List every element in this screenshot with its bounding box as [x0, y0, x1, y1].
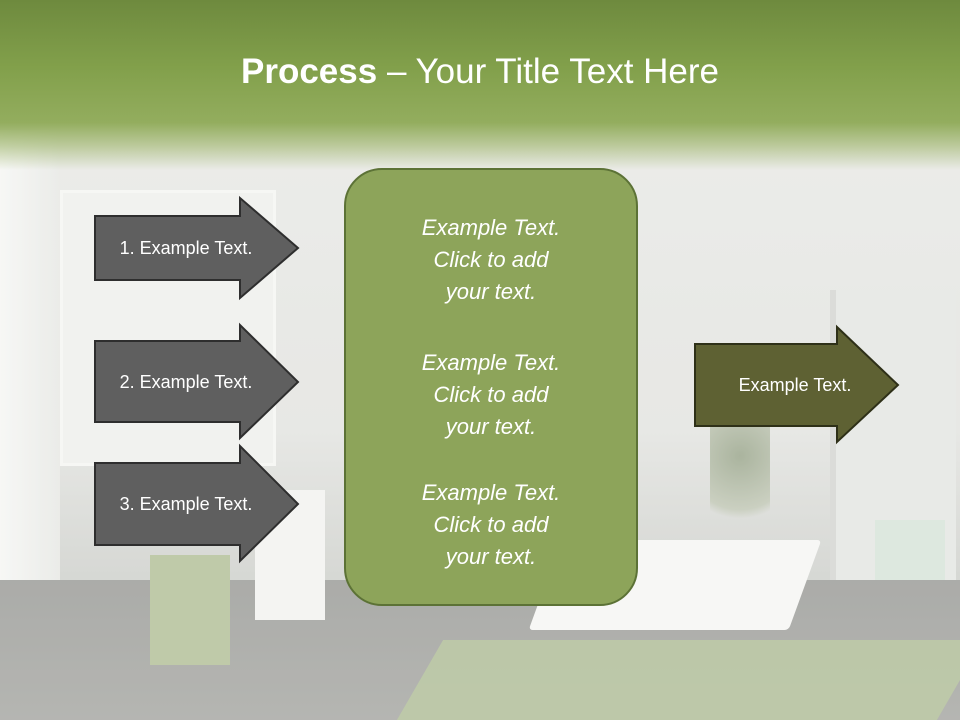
arrow-1-shape	[94, 195, 300, 301]
process-arrow-2[interactable]	[94, 322, 300, 441]
center-text-box[interactable]	[344, 168, 638, 606]
title-rest: – Your Title Text Here	[377, 52, 719, 91]
slide-title[interactable]: Process – Your Title Text Here	[0, 52, 960, 92]
arrow-1-label[interactable]: 1. Example Text.	[119, 237, 253, 258]
output-arrow[interactable]	[694, 324, 900, 445]
process-arrow-1[interactable]	[94, 195, 300, 301]
center-paragraph-1[interactable]: Example Text. Click to add your text.	[344, 212, 638, 308]
background-plant	[710, 420, 770, 540]
process-arrow-3[interactable]	[94, 443, 300, 564]
arrow-3-label[interactable]: 3. Example Text.	[119, 493, 253, 514]
paragraph-2-line-3: your text.	[445, 414, 537, 439]
background-door-glass	[875, 520, 945, 580]
title-bar	[0, 0, 960, 170]
title-bold: Process	[241, 52, 378, 91]
paragraph-3-line-3: your text.	[445, 544, 537, 569]
paragraph-2-line-1: Example Text.	[421, 350, 561, 375]
paragraph-3-line-1: Example Text.	[421, 480, 561, 505]
arrow-2-shape	[94, 322, 300, 441]
paragraph-1-line-2: Click to add	[433, 247, 549, 272]
arrow-2-label[interactable]: 2. Example Text.	[119, 371, 253, 392]
paragraph-2-line-2: Click to add	[433, 382, 549, 407]
output-arrow-shape	[694, 324, 900, 445]
center-paragraph-3[interactable]: Example Text. Click to add your text.	[344, 477, 638, 573]
paragraph-1-line-1: Example Text.	[421, 215, 561, 240]
background-curtain	[0, 130, 60, 590]
paragraph-3-line-2: Click to add	[433, 512, 549, 537]
center-paragraph-2[interactable]: Example Text. Click to add your text.	[344, 347, 638, 443]
arrow-3-shape	[94, 443, 300, 564]
background-pouf	[150, 555, 230, 665]
paragraph-1-line-3: your text.	[445, 279, 537, 304]
output-arrow-label[interactable]: Example Text.	[738, 374, 852, 395]
